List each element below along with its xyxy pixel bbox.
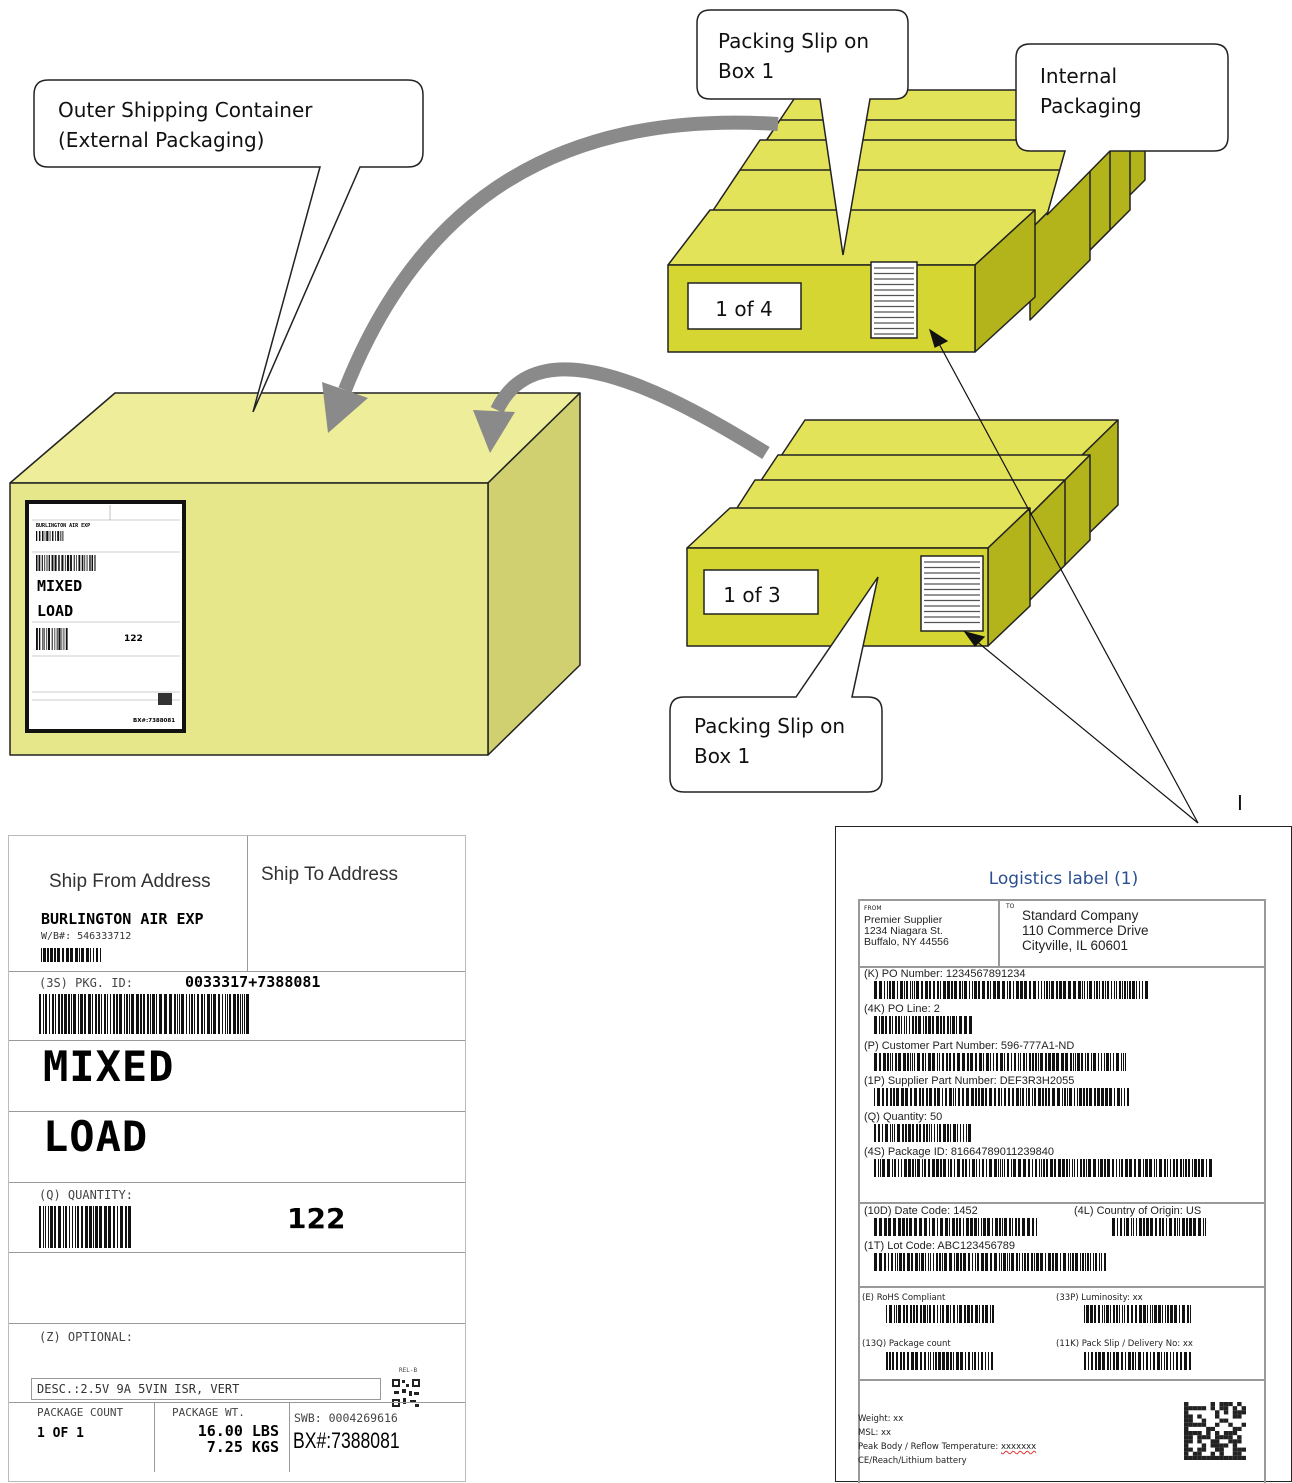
bx-number: BX#:7388081 — [293, 1428, 400, 1453]
to-line-1: Standard Company — [1022, 908, 1139, 923]
date-code-barcode — [874, 1218, 1037, 1236]
weight-lbs: 16.00 LBS — [197, 1422, 279, 1440]
svg-text:Packing Slip on: Packing Slip on — [694, 714, 845, 738]
svg-text:Outer Shipping Container: Outer Shipping Container — [58, 98, 313, 122]
pkg-id-value: 0033317+7388081 — [185, 973, 321, 991]
swb-number: SWB: 0004269616 — [294, 1411, 398, 1425]
from-line-3: Buffalo, NY 44556 — [864, 936, 949, 948]
package-count-field: (13Q) Package count — [862, 1339, 951, 1349]
customer-part-barcode — [874, 1053, 1129, 1071]
carrier-name: BURLINGTON AIR EXP — [41, 910, 204, 928]
date-code-field: (10D) Date Code: 1452 — [864, 1205, 978, 1217]
to-line-3: Cityville, IL 60601 — [1022, 938, 1129, 953]
msl-field: MSL: xx — [858, 1428, 892, 1438]
pointer-arrows — [928, 328, 1199, 824]
arrow-top-to-outer — [322, 115, 779, 433]
luminosity-barcode — [1084, 1305, 1192, 1323]
po-number-barcode — [874, 981, 1149, 999]
logistics-title: Logistics label (1) — [988, 869, 1139, 889]
package-count-value: 1 OF 1 — [37, 1426, 84, 1441]
svg-text:1 of 3: 1 of 3 — [723, 583, 780, 607]
from-tag: FROM — [864, 905, 882, 912]
description: DESC.:2.5V 9A 5VIN ISR, VERT — [37, 1382, 240, 1396]
rohs-field: (E) RoHS Compliant — [862, 1293, 946, 1303]
from-line-2: 1234 Niagara St. — [864, 925, 943, 937]
box-count-tag-top: 1 of 4 — [687, 282, 802, 330]
luminosity-field: (33P) Luminosity: xx — [1056, 1293, 1143, 1303]
customer-part-field: (P) Customer Part Number: 596-777A1-ND — [864, 1040, 1075, 1052]
callout-internal-packaging: Internal Packaging — [1015, 43, 1229, 216]
po-line-field: (4K) PO Line: 2 — [864, 1003, 940, 1015]
waybill-number: W/B#: 546333712 — [41, 931, 132, 942]
svg-text:Internal: Internal — [1040, 64, 1117, 88]
to-line-2: 110 Commerce Drive — [1022, 923, 1149, 938]
callout-packing-slip-top: Packing Slip on Box 1 — [696, 9, 909, 256]
quantity-barcode — [39, 1206, 131, 1248]
datamatrix-icon — [1184, 1402, 1246, 1465]
pack-slip-field: (11K) Pack Slip / Delivery No: xx — [1056, 1339, 1193, 1349]
arrow-bottom-to-outer — [473, 362, 770, 459]
svg-text:122: 122 — [124, 634, 143, 644]
to-tag: TO — [1006, 903, 1015, 910]
svg-text:Packing Slip on: Packing Slip on — [718, 29, 869, 53]
country-barcode — [1112, 1218, 1207, 1236]
mixed-text: MIXED — [43, 1042, 175, 1091]
pack-slip-barcode — [1084, 1352, 1192, 1370]
svg-text:Box 1: Box 1 — [718, 59, 774, 83]
pkg-id-barcode — [39, 994, 249, 1034]
stray-mark: I — [1237, 791, 1243, 815]
svg-text:BURLINGTON AIR EXP: BURLINGTON AIR EXP — [36, 523, 90, 529]
pkg-id-label: (3S) PKG. ID: — [39, 976, 133, 990]
peak-temp-field: Peak Body / Reflow Temperature: xxxxxxx — [858, 1442, 1037, 1452]
rel-code: REL-B — [399, 1367, 418, 1374]
ce-reach-field: CE/Reach/Lithium battery — [858, 1456, 967, 1466]
quantity-label: (Q) QUANTITY: — [39, 1188, 133, 1202]
from-line-1: Premier Supplier — [864, 914, 943, 926]
svg-text:1 of 4: 1 of 4 — [715, 297, 772, 321]
packing-slip-icon-top — [870, 261, 918, 339]
qr-code-icon — [391, 1378, 421, 1413]
waybill-barcode — [41, 948, 101, 962]
packing-slip-icon-bottom — [920, 555, 984, 632]
package-weight-label: PACKAGE WT. — [172, 1406, 245, 1419]
svg-text:MIXED: MIXED — [37, 577, 82, 595]
svg-text:Box 1: Box 1 — [694, 744, 750, 768]
lot-code-barcode — [874, 1253, 1106, 1271]
box-count-tag-bottom: 1 of 3 — [703, 569, 819, 615]
package-count-label: PACKAGE COUNT — [37, 1406, 124, 1419]
supplier-part-field: (1P) Supplier Part Number: DEF3R3H2055 — [864, 1075, 1075, 1087]
load-text: LOAD — [43, 1112, 149, 1161]
weight-kgs: 7.25 KGS — [206, 1438, 279, 1456]
package-id-field: (4S) Package ID: 81664789011239840 — [864, 1146, 1054, 1158]
svg-text:LOAD: LOAD — [37, 602, 73, 620]
supplier-part-barcode — [874, 1088, 1129, 1106]
svg-text:Packaging: Packaging — [1040, 94, 1142, 118]
logistics-label: Logistics label (1) FROM Premier Supplie… — [835, 826, 1292, 1483]
optional-label: (Z) OPTIONAL: — [39, 1330, 133, 1344]
package-id-barcode — [874, 1159, 1214, 1177]
ship-to-heading: Ship To Address — [261, 864, 398, 885]
ship-from-heading: Ship From Address — [49, 871, 211, 892]
rohs-barcode — [886, 1305, 994, 1323]
weight-field: Weight: xx — [858, 1414, 904, 1424]
svg-text:BX#:7388081: BX#:7388081 — [133, 718, 175, 724]
mini-shipping-label: BURLINGTON AIR EXP MIXED LOAD 122 BX#:73… — [25, 500, 186, 733]
shipping-label: Ship From Address Ship To Address BURLIN… — [8, 835, 466, 1482]
po-line-barcode — [874, 1016, 974, 1034]
lot-code-field: (1T) Lot Code: ABC123456789 — [864, 1240, 1016, 1252]
quantity-barcode — [874, 1124, 974, 1142]
svg-text:(External Packaging): (External Packaging) — [58, 128, 264, 152]
po-number-field: (K) PO Number: 1234567891234 — [864, 968, 1026, 980]
country-field: (4L) Country of Origin: US — [1074, 1205, 1202, 1217]
callout-packing-slip-bottom: Packing Slip on Box 1 — [669, 576, 883, 793]
quantity-value: 122 — [287, 1202, 346, 1235]
package-count-barcode — [886, 1352, 994, 1370]
quantity-field: (Q) Quantity: 50 — [864, 1111, 943, 1123]
callout-outer-container: Outer Shipping Container (External Packa… — [33, 79, 424, 413]
